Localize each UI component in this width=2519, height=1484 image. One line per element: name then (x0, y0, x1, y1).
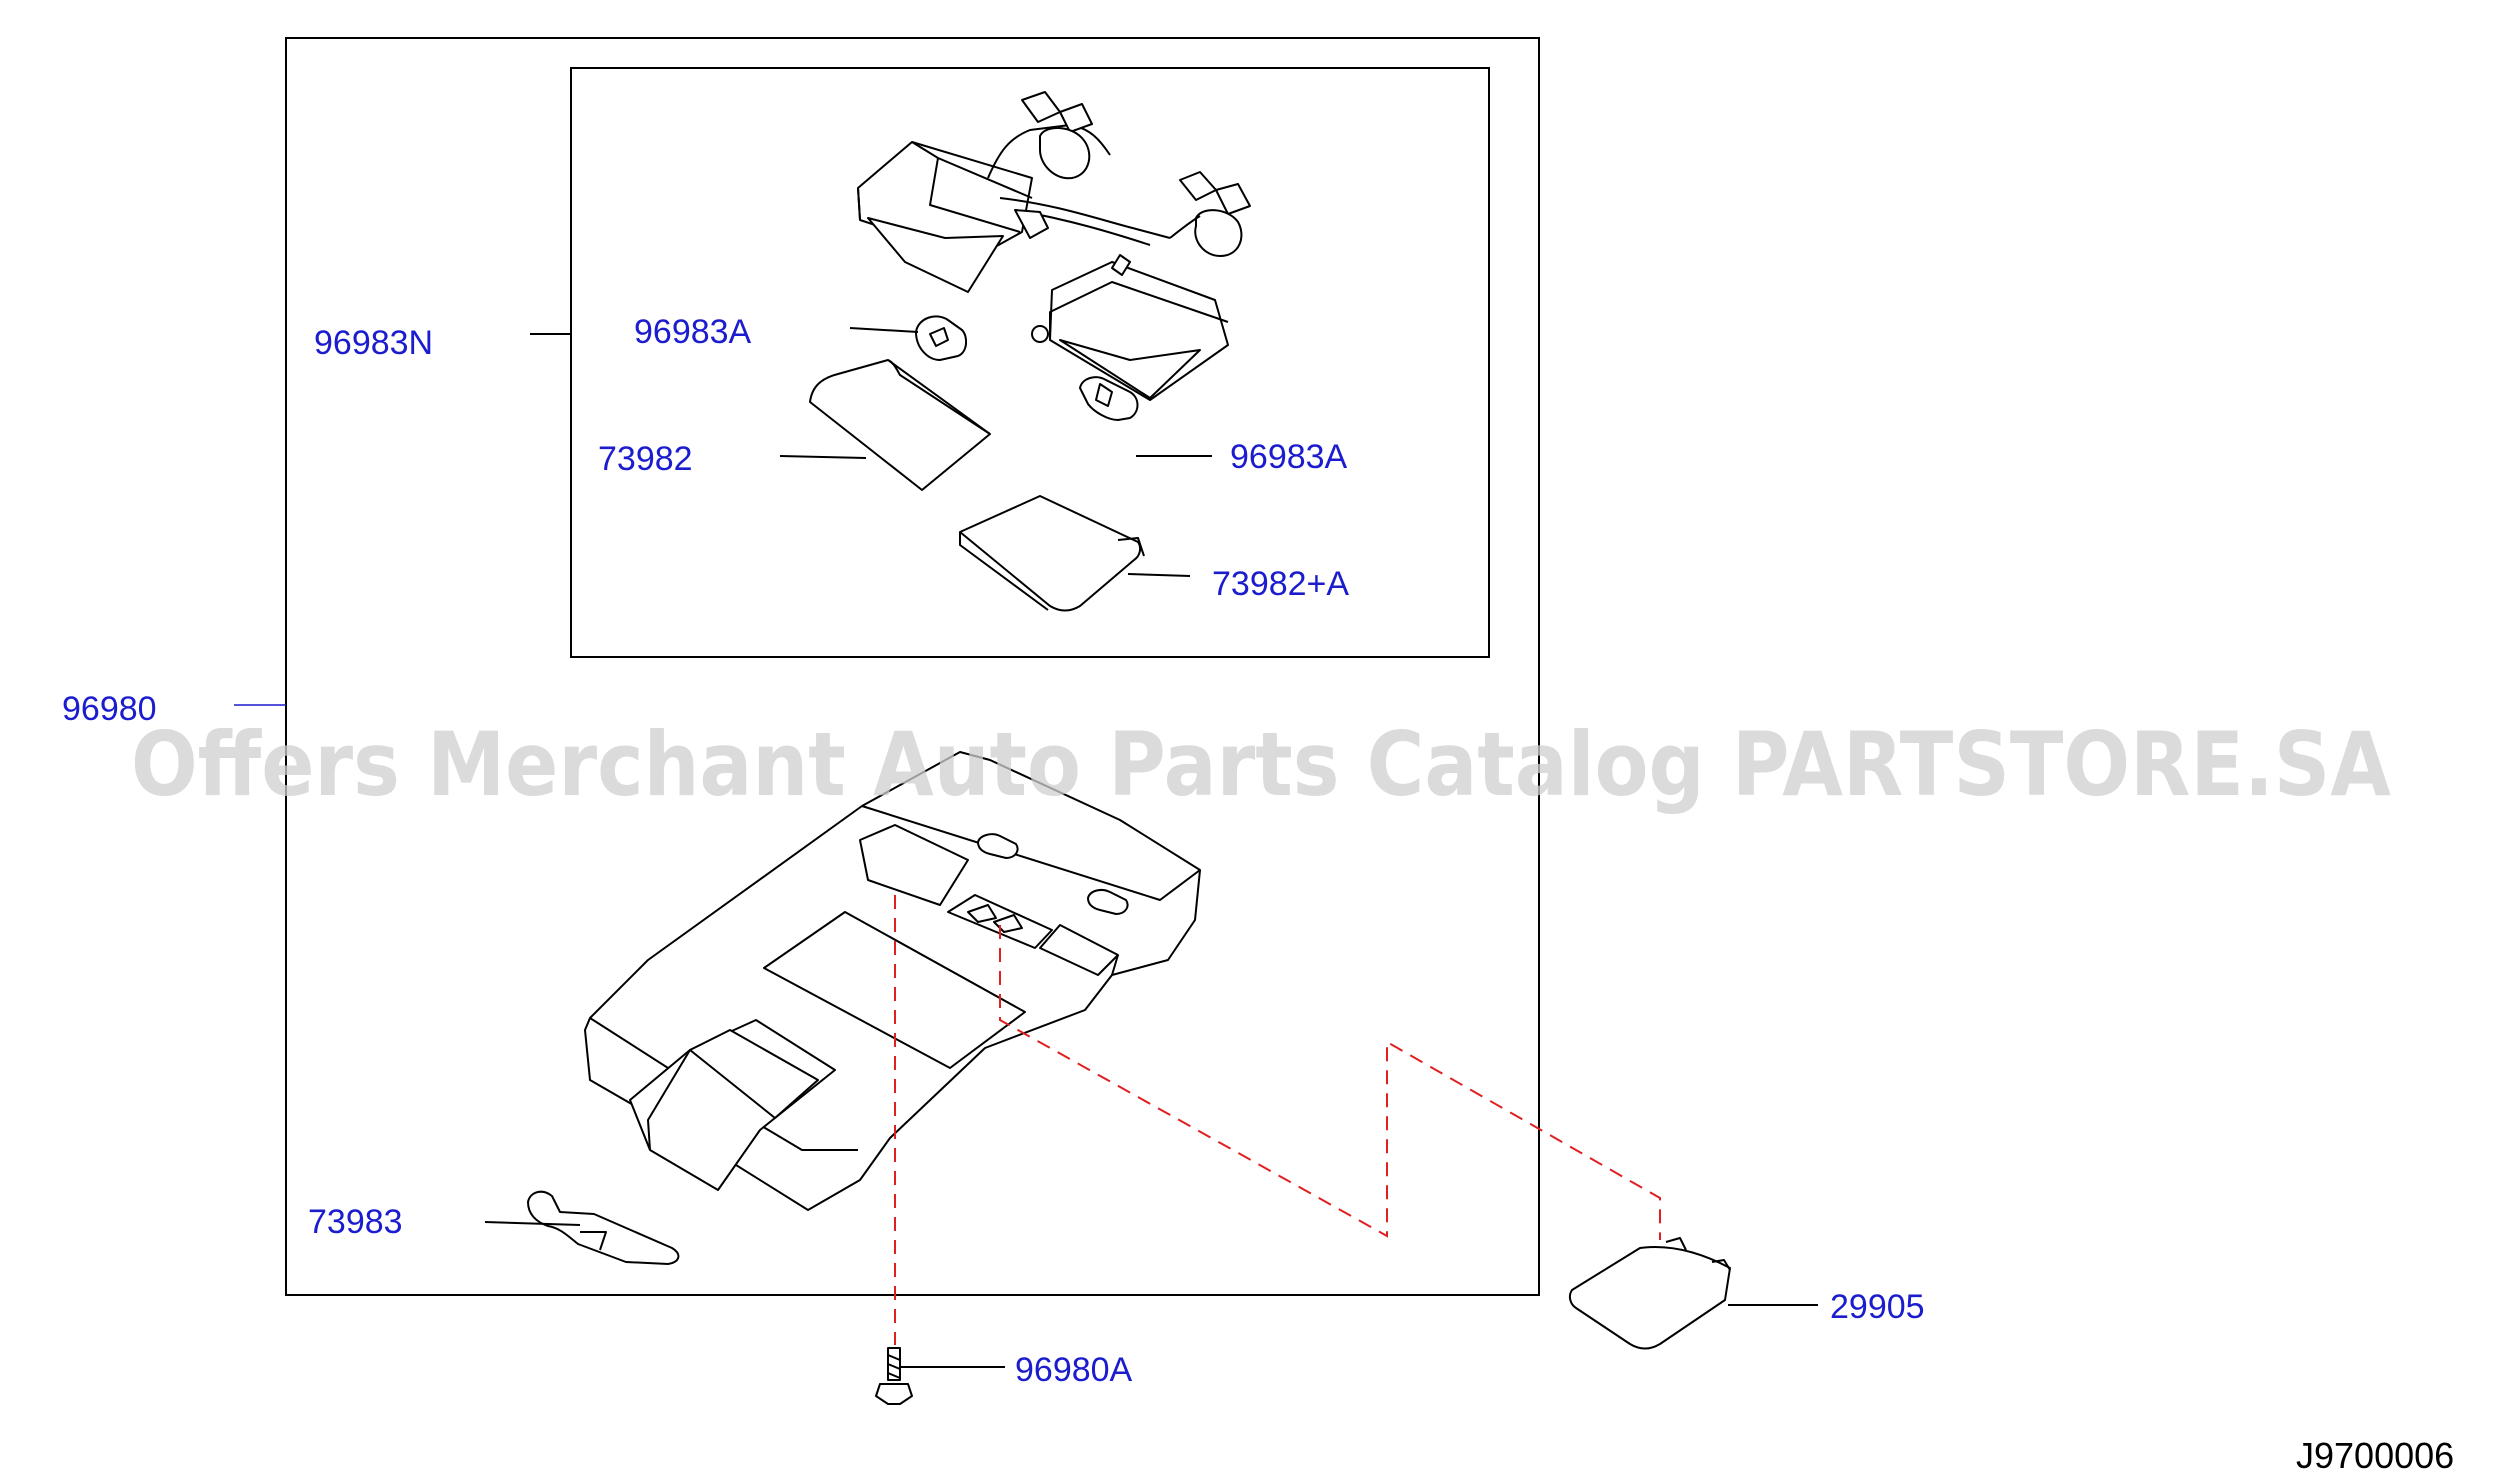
label-96983A-lower: 96983A (1230, 438, 1348, 476)
bulb-upper (915, 315, 968, 361)
bulb-lower (1079, 376, 1139, 421)
dashed-leader-cover (999, 925, 1661, 1240)
label-96983N: 96983N (314, 324, 433, 362)
lens-73982 (809, 359, 991, 491)
map-lamp-console (584, 751, 1201, 1211)
leader-73982A (1127, 573, 1191, 577)
diagram-code: J9700006 (2296, 1435, 2454, 1476)
watermark-text: Offers Merchant Auto Parts Catalog PARTS… (131, 713, 2391, 816)
leader-73983 (484, 1221, 581, 1226)
clip-73983 (527, 1190, 680, 1265)
screw-96980A (875, 1347, 913, 1405)
assembly-frame-96980 (285, 37, 1540, 1296)
lamp-housing-assembly (857, 91, 1251, 401)
cover-29905 (1568, 1237, 1731, 1350)
label-96980: 96980 (62, 690, 157, 728)
leader-96983A-upper (849, 327, 919, 333)
lens-73982A (959, 495, 1145, 612)
label-29905: 29905 (1830, 1288, 1925, 1326)
label-73982A: 73982+A (1212, 565, 1349, 603)
label-96980A: 96980A (1015, 1351, 1133, 1389)
label-96983A-upper: 96983A (634, 313, 752, 351)
label-73983: 73983 (308, 1203, 403, 1241)
label-73982: 73982 (598, 440, 693, 478)
subassembly-frame-96983N (570, 67, 1490, 658)
leader-73982 (779, 455, 867, 459)
